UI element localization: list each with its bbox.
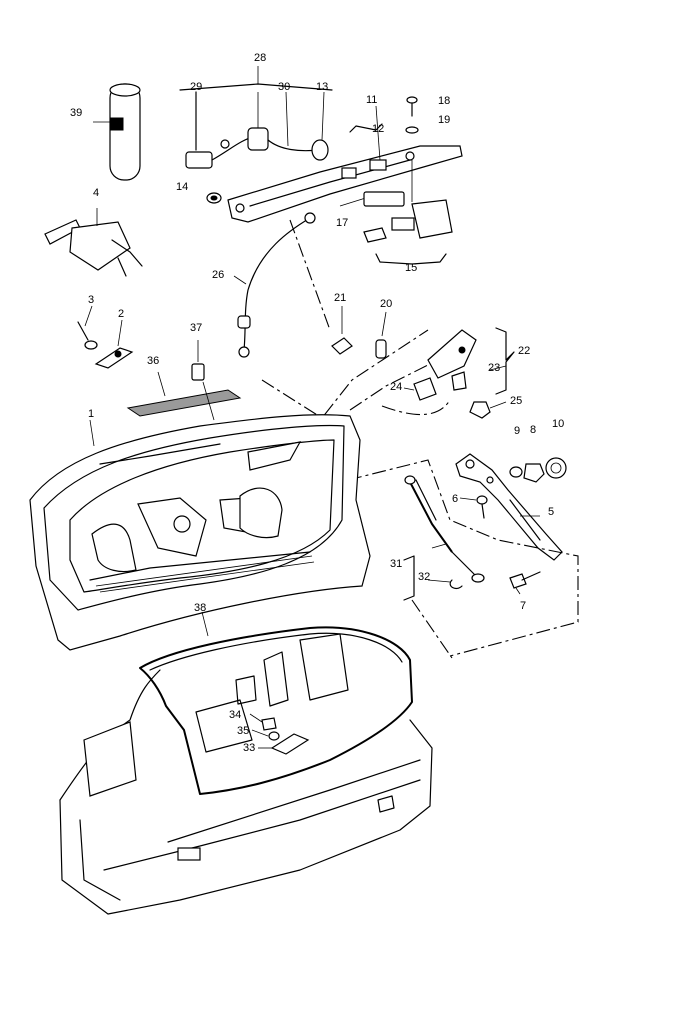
part-15-lock-actuator bbox=[363, 160, 453, 265]
callout-28: 28 bbox=[254, 52, 266, 64]
callout-1: 1 bbox=[88, 408, 94, 420]
part-11-latch-bracket bbox=[227, 105, 463, 223]
callout-19: 19 bbox=[438, 114, 450, 126]
callout-18: 18 bbox=[438, 95, 450, 107]
part-22-lock-body bbox=[427, 327, 515, 395]
lid-inner-seal-dots bbox=[95, 555, 315, 593]
callout-22: 22 bbox=[518, 345, 530, 357]
callout-26: 26 bbox=[212, 269, 224, 281]
callout-12: 12 bbox=[372, 123, 384, 135]
callout-6: 6 bbox=[452, 493, 458, 505]
part-6-screw bbox=[476, 495, 488, 519]
callout-10: 10 bbox=[552, 418, 564, 430]
callout-8: 8 bbox=[530, 424, 536, 436]
callout-2: 2 bbox=[118, 308, 124, 320]
part-21-buffer bbox=[331, 306, 353, 355]
callout-14: 14 bbox=[176, 181, 188, 193]
part-24-bracket bbox=[413, 377, 437, 401]
callout-9: 9 bbox=[514, 425, 520, 437]
callout-3: 3 bbox=[88, 294, 94, 306]
part-18-screw bbox=[406, 96, 418, 117]
callout-13: 13 bbox=[316, 81, 328, 93]
callout-17: 17 bbox=[336, 217, 348, 229]
part-9-washer bbox=[509, 466, 523, 478]
callout-33: 33 bbox=[243, 742, 255, 754]
part-23-clip bbox=[451, 371, 467, 391]
callout-39: 39 bbox=[70, 107, 82, 119]
callout-4: 4 bbox=[93, 187, 99, 199]
part-17-pad bbox=[363, 191, 405, 207]
callout-31: 31 bbox=[390, 558, 402, 570]
callout-15: 15 bbox=[405, 262, 417, 274]
part-19-washer bbox=[405, 126, 419, 134]
part-36-foam-pad bbox=[126, 371, 242, 421]
callout-20: 20 bbox=[380, 298, 392, 310]
part-35-screw bbox=[268, 731, 280, 741]
reference-lines bbox=[261, 219, 579, 659]
part-14-grommet bbox=[206, 192, 222, 204]
part-25-nut bbox=[469, 401, 491, 419]
callout-23: 23 bbox=[488, 362, 500, 374]
part-33-striker bbox=[270, 733, 310, 755]
callout-32: 32 bbox=[418, 571, 430, 583]
part-38-seal-and-body bbox=[139, 611, 413, 795]
callout-35: 35 bbox=[237, 725, 249, 737]
car-rear-body bbox=[59, 633, 433, 915]
part-10-cap bbox=[545, 457, 567, 479]
part-28-wiring-harness bbox=[179, 66, 333, 169]
callout-37: 37 bbox=[190, 322, 202, 334]
callout-38: 38 bbox=[194, 602, 206, 614]
part-3-bolt bbox=[77, 305, 98, 350]
part-31-gas-strut bbox=[404, 475, 485, 583]
part-20-bulb bbox=[375, 311, 387, 359]
part-4-damper bbox=[44, 208, 143, 277]
callout-30: 30 bbox=[278, 81, 290, 93]
part-2-clip bbox=[94, 319, 134, 369]
part-5-hinge bbox=[455, 453, 563, 561]
callout-36: 36 bbox=[147, 355, 159, 367]
callout-labels: 1 2 3 4 5 6 7 8 9 10 11 12 13 14 15 17 1… bbox=[70, 52, 564, 754]
callout-7: 7 bbox=[520, 600, 526, 612]
part-32-circlip bbox=[449, 579, 463, 590]
callout-leaders bbox=[249, 365, 540, 749]
callout-11: 11 bbox=[366, 94, 377, 106]
part-34-nut bbox=[261, 717, 277, 731]
part-7-bolt bbox=[509, 571, 541, 589]
callout-25: 25 bbox=[510, 395, 522, 407]
part-1-trunk-lid bbox=[29, 414, 371, 651]
callout-5: 5 bbox=[548, 506, 554, 518]
part-39-spray-can bbox=[93, 83, 141, 181]
callout-29: 29 bbox=[190, 81, 202, 93]
callout-24: 24 bbox=[390, 381, 402, 393]
callout-21: 21 bbox=[334, 292, 346, 304]
part-8-nut bbox=[523, 463, 545, 483]
part-26-release-cable bbox=[233, 212, 316, 358]
part-37-plug bbox=[191, 340, 205, 381]
callout-34: 34 bbox=[229, 709, 241, 721]
